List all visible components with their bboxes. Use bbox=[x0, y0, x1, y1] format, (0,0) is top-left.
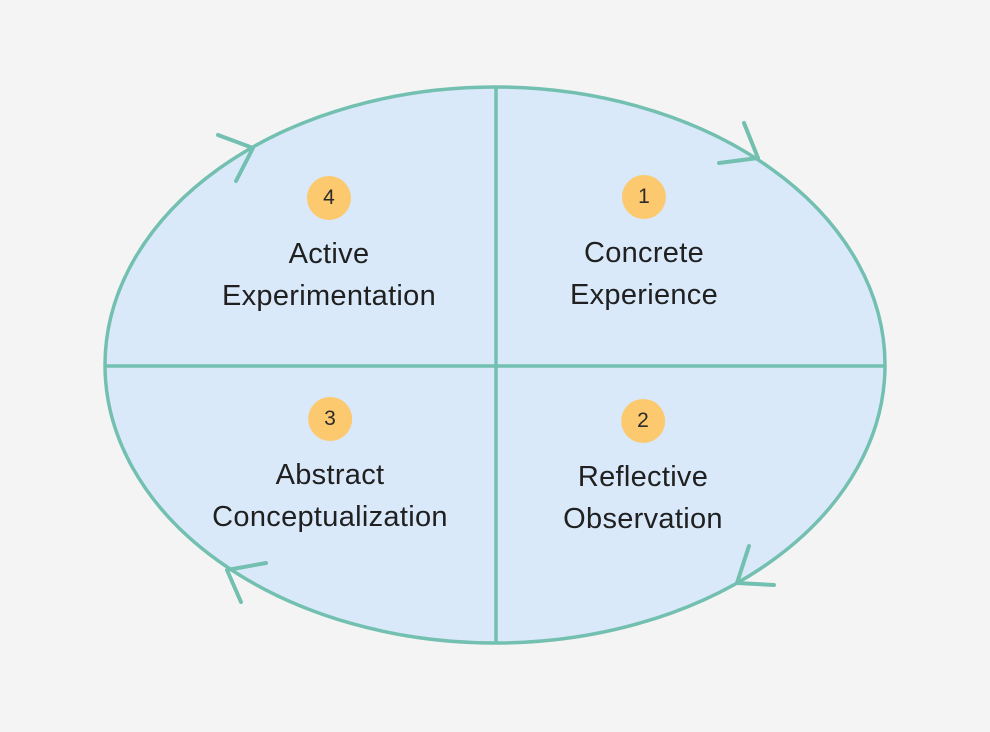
arrow-top-left-icon bbox=[216, 133, 255, 183]
quadrant-label-line1: Reflective bbox=[577, 461, 709, 493]
quadrant-label: Concrete Experience bbox=[570, 232, 718, 316]
quadrant-label-line1: Concrete bbox=[583, 237, 705, 269]
step-number: 4 bbox=[323, 186, 335, 209]
quadrant-label-line2: Observation bbox=[563, 503, 723, 535]
quadrant-label-line2: Experience bbox=[569, 279, 719, 311]
quadrant-label-line1: Abstract bbox=[275, 459, 385, 491]
arrow-bottom-right-icon bbox=[735, 544, 776, 587]
quadrant-label-line1: Active bbox=[288, 238, 370, 270]
arrow-top-right-icon bbox=[717, 121, 760, 165]
quadrant-abstract-conceptualization: 3 Abstract Conceptualization bbox=[212, 397, 448, 538]
step-number: 1 bbox=[638, 185, 650, 208]
quadrant-active-experimentation: 4 Active Experimentation bbox=[222, 176, 436, 317]
quadrant-label-line2: Experimentation bbox=[221, 280, 437, 312]
step-number: 3 bbox=[324, 407, 336, 430]
arrow-bottom-left-icon bbox=[225, 561, 268, 604]
quadrant-label: Reflective Observation bbox=[563, 456, 723, 540]
quadrant-label-line2: Conceptualization bbox=[212, 501, 448, 533]
quadrant-reflective-observation: 2 Reflective Observation bbox=[563, 399, 723, 540]
quadrant-label: Active Experimentation bbox=[222, 233, 436, 317]
step-badge: 4 bbox=[307, 176, 351, 220]
step-badge: 3 bbox=[308, 397, 352, 441]
quadrant-concrete-experience: 1 Concrete Experience bbox=[570, 175, 718, 316]
step-badge: 2 bbox=[620, 399, 665, 443]
step-number: 2 bbox=[637, 409, 649, 432]
step-badge: 1 bbox=[622, 175, 666, 219]
quadrant-label: Abstract Conceptualization bbox=[212, 454, 448, 538]
